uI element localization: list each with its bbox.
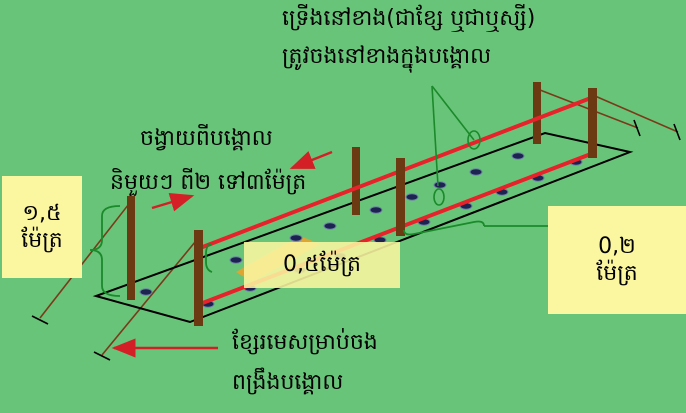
plant-hole [433, 181, 447, 189]
gap-label-box: 0,២ ម៉ែត្រ [548, 206, 686, 314]
plant-hole [405, 193, 419, 201]
plant-hole [369, 206, 383, 214]
guy-wire-ticks [31, 119, 681, 361]
bottom-label-line2: ពង្រឹងបង្គោល [232, 370, 344, 395]
spacing-label-line2: និមួយៗ ពី២ ទៅ៣ម៉ែត្រ [110, 170, 307, 195]
plant-hole [469, 168, 483, 176]
height-label-box: ១,៥ ម៉ែត្រ [2, 176, 82, 278]
gap-unit: ម៉ែត្រ [596, 261, 638, 286]
arrows [111, 150, 333, 358]
callout-circle [433, 188, 445, 206]
spacing-label-line1: ចង្វាយពីបង្គោល [140, 126, 273, 151]
height-unit: ម៉ែត្រ [21, 228, 63, 253]
post [396, 158, 405, 236]
bottom-label-line1: ខ្សែរមេសម្រាប់ចង [232, 330, 378, 355]
callout-circle [467, 130, 481, 150]
plant-hole [323, 222, 337, 230]
plant-hole [289, 234, 303, 242]
arrow-left-spacing [289, 150, 333, 170]
gap-bracket [205, 243, 213, 273]
front-posts [194, 88, 597, 326]
plant-hole [139, 288, 153, 296]
guy-wire-left-back [39, 199, 133, 319]
width-label: 0,៥ម៉ែត្រ [282, 252, 362, 278]
post [588, 88, 597, 158]
top-label-line2: ត្រូវចងនៅខាងក្នុងបង្គោល [282, 44, 492, 69]
guy-wire-right-front [594, 95, 679, 133]
post [127, 196, 135, 300]
top-label-line1: ទ្រើងនៅខាង(ជាខ្សែ ឬជាឬស្សី) [282, 6, 536, 31]
height-value: ១,៥ [22, 200, 62, 226]
height-bracket [89, 205, 121, 297]
width-bracket [403, 220, 485, 236]
callout [431, 85, 481, 206]
bed-outline [92, 131, 634, 324]
plant-hole [511, 152, 525, 160]
brackets [89, 205, 548, 297]
post [533, 82, 541, 144]
guy-wire-left-front [101, 235, 201, 356]
gap-value: 0,២ [598, 233, 636, 259]
post [352, 147, 360, 215]
plant-hole [229, 256, 243, 264]
width-label-box: 0,៥ម៉ែត្រ [244, 242, 400, 288]
arrow-right [151, 193, 195, 212]
back-posts [127, 82, 541, 300]
post [194, 230, 203, 326]
